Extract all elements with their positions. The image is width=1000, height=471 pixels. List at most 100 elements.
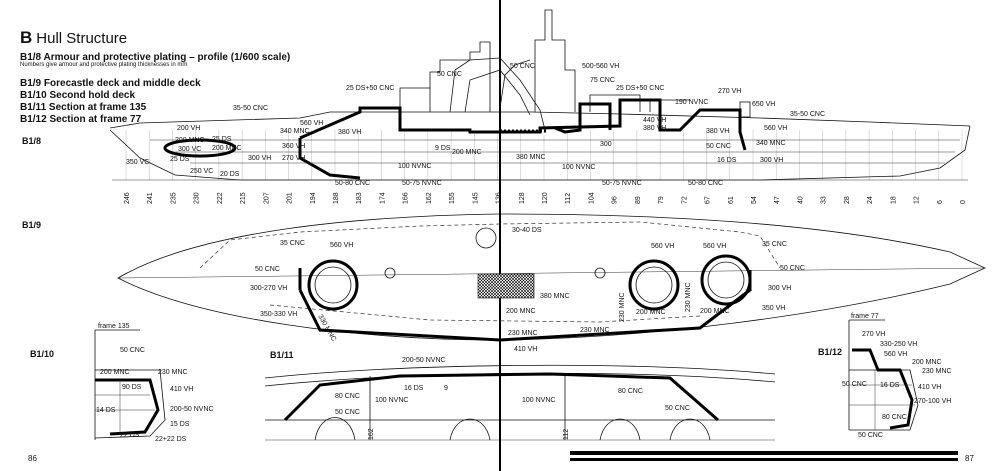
frame-number: 28 xyxy=(844,196,851,204)
section-b1-11 xyxy=(264,364,776,441)
profile-b1-8 xyxy=(109,9,971,181)
thickness-label: 380 MNC xyxy=(540,293,570,300)
thickness-label: 650 VH xyxy=(752,101,775,108)
thickness-label: 270 VH xyxy=(282,155,305,162)
thickness-label: 230 MNC xyxy=(685,282,692,312)
section-letter: B xyxy=(20,28,33,47)
thickness-label: 300 xyxy=(600,141,612,148)
thickness-label: 200 MNC xyxy=(175,137,205,144)
thickness-label: 25 DS+50 CNC xyxy=(616,85,664,92)
thickness-label: 250 VC xyxy=(190,168,213,175)
thickness-label: 35 CNC xyxy=(762,241,787,248)
thickness-label: 560 VH xyxy=(703,243,726,250)
frame-number: 67 xyxy=(705,196,712,204)
thickness-label: 380 VH xyxy=(338,129,361,136)
thickness-label: 16 DS xyxy=(404,385,424,392)
frame-number: 222 xyxy=(217,192,224,204)
hatched-area xyxy=(477,273,535,299)
thickness-label: 200-50 NVNC xyxy=(402,357,446,364)
thickness-label: 22+22 DS xyxy=(155,436,187,443)
frame-number: 155 xyxy=(449,192,456,204)
thickness-label: 350 VC xyxy=(126,159,149,166)
thickness-label: 100 NVNC xyxy=(398,163,431,170)
thickness-label: 230 MNC xyxy=(158,369,188,376)
thickness-label: 380 VH xyxy=(643,125,666,132)
thickness-label: 25 DS xyxy=(212,136,232,143)
figure-caption-b1-10: B1/10 Second hold deck xyxy=(20,90,136,101)
frame-number: 104 xyxy=(588,192,595,204)
thickness-label: 350-330 VH xyxy=(260,311,297,318)
section-b1-12 xyxy=(848,319,919,431)
thickness-label: 25 DS xyxy=(170,156,190,163)
frame-number: 33 xyxy=(821,196,828,204)
thickness-label: 440 VH xyxy=(643,117,666,124)
thickness-label: 35-50 CNC xyxy=(233,105,268,112)
thickness-label: 100 NVNC xyxy=(562,164,595,171)
thickness-label: 80 CNC xyxy=(618,388,643,395)
thickness-label: 100 NVNC xyxy=(522,397,555,404)
thickness-label: 560 VH xyxy=(330,242,353,249)
frame-number: 246 xyxy=(124,192,131,204)
thickness-label: 25 DS+50 CNC xyxy=(346,85,394,92)
figure-caption-b1-8: B1/8 Armour and protective plating – pro… xyxy=(20,52,291,63)
figure-caption-b1-11: B1/11 Section at frame 135 xyxy=(20,102,147,113)
thickness-label: 560 VH xyxy=(300,120,323,127)
frame-number: 24 xyxy=(867,196,874,204)
thickness-label: 380 MNC xyxy=(516,154,546,161)
thickness-label: 380 VH xyxy=(706,128,729,135)
thickness-label: 35 CNC xyxy=(280,240,305,247)
thickness-label: 350 VH xyxy=(762,305,785,312)
thickness-label: 9 xyxy=(444,385,448,392)
thickness-note: Numbers give armour and protective plati… xyxy=(20,62,188,68)
labels-b1-12: 270 VH 330-250 VH 560 VH 200 MNC 230 MNC… xyxy=(842,331,952,439)
thickness-label: 15 DS xyxy=(170,421,190,428)
thickness-label: 50-75 NVNC xyxy=(402,180,442,187)
footer-bar xyxy=(570,458,958,461)
frame-number: 89 xyxy=(635,196,642,204)
thickness-label: 270 VH xyxy=(718,88,741,95)
thickness-label: 300 VH xyxy=(760,157,783,164)
frame-number: 54 xyxy=(751,196,758,204)
thickness-label: 340 MNC xyxy=(756,140,786,147)
frame-number: 145 xyxy=(472,192,479,204)
thickness-label: 230 MNC xyxy=(922,368,952,375)
thickness-label: 230 MNC xyxy=(508,330,538,337)
figure-caption-b1-12: B1/12 Section at frame 77 xyxy=(20,114,142,125)
frame-number: 162 xyxy=(368,428,375,440)
thickness-label: 200 VH xyxy=(177,125,200,132)
thickness-label: 50 CNC xyxy=(120,347,145,354)
thickness-label: 560 VH xyxy=(764,125,787,132)
thickness-label: 200-50 NVNC xyxy=(170,406,214,413)
frame-number: 18 xyxy=(890,196,897,204)
frame-number: 79 xyxy=(658,196,665,204)
thickness-label: 500-560 VH xyxy=(582,63,619,70)
frame-number: 6 xyxy=(937,200,944,204)
thickness-label: 100 NVNC xyxy=(375,397,408,404)
thickness-label: 200 MNC xyxy=(506,308,536,315)
row-label-b1-10: B1/10 xyxy=(30,349,54,359)
thickness-label: 300 VH xyxy=(768,285,791,292)
frame-number: 235 xyxy=(170,192,177,204)
thickness-label: 30-40 DS xyxy=(512,227,542,234)
frame-number: 112 xyxy=(565,193,572,204)
frame-number: 166 xyxy=(403,192,410,204)
section-b1-10 xyxy=(94,329,166,440)
thickness-label: 560 VH xyxy=(651,243,674,250)
thickness-label: 50-80 CNC xyxy=(688,180,723,187)
frame-number: 241 xyxy=(147,192,154,204)
thickness-label: 50-80 CNC xyxy=(335,180,370,187)
thickness-label: 340 MNC xyxy=(280,128,310,135)
frame-number: 112 xyxy=(563,429,570,440)
section-title: Hull Structure xyxy=(36,30,128,47)
row-label-b1-11: B1/11 xyxy=(270,350,294,360)
footer-bar xyxy=(570,451,958,455)
thickness-label: 80 CNC xyxy=(882,414,907,421)
thickness-label: 270-100 VH xyxy=(914,398,951,405)
thickness-label: 50 CNC xyxy=(858,432,883,439)
thickness-label: 200 MNC xyxy=(100,369,130,376)
frame-number: 194 xyxy=(310,192,317,204)
frame-number: 72 xyxy=(681,196,688,204)
thickness-label: 200 MNC xyxy=(912,359,942,366)
thickness-label: 80 CNC xyxy=(335,393,360,400)
